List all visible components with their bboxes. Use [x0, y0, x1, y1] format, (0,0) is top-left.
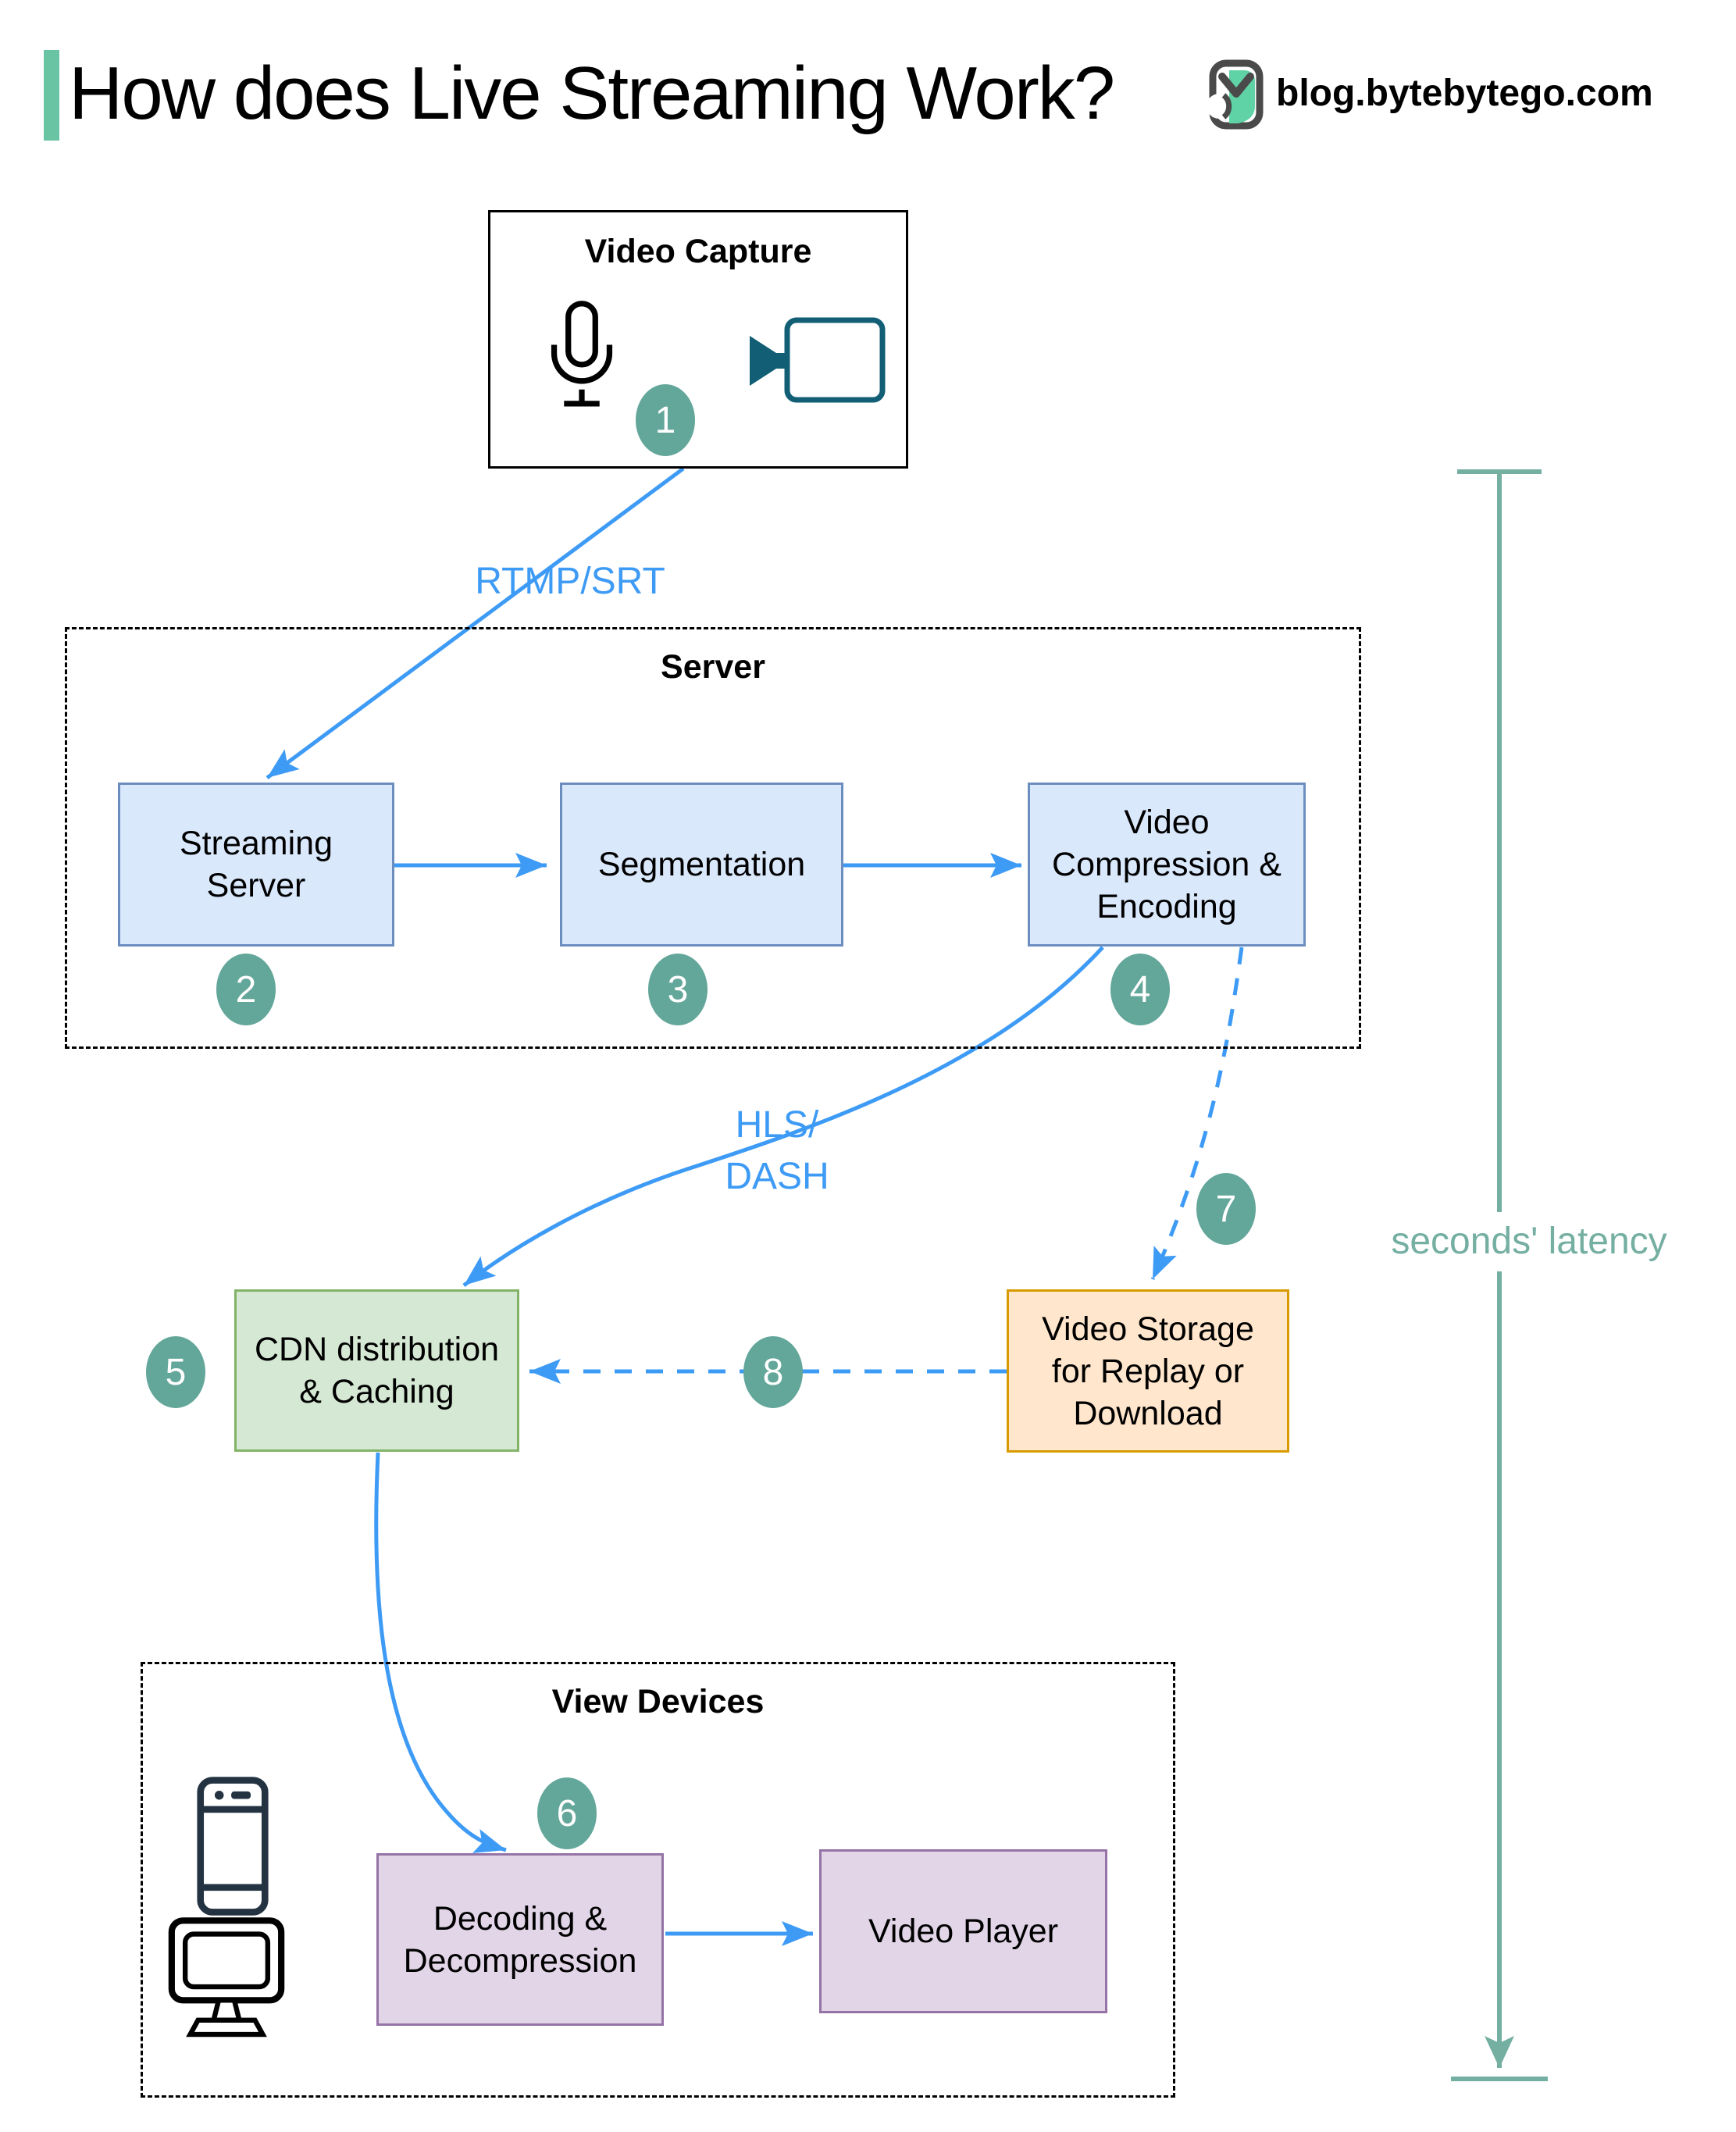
video-player-label: Video Player — [868, 1913, 1059, 1950]
step-badge-8: 8 — [743, 1336, 803, 1408]
step-badge-7: 7 — [1196, 1173, 1256, 1245]
desktop-monitor-icon — [168, 1917, 285, 2038]
video-capture-label: Video Capture — [584, 233, 812, 270]
rtmp-srt-label: RTMP/SRT — [475, 561, 665, 602]
node-decoding: Decoding & Decompression — [376, 1853, 664, 2026]
decoding-label: Decoding & Decompression — [403, 1899, 637, 1980]
node-segmentation: Segmentation — [560, 783, 843, 947]
streaming-server-label: Streaming Server — [180, 825, 333, 904]
group-view-devices: View Devices — [141, 1662, 1175, 2098]
microphone-icon — [551, 301, 613, 407]
latency-label: seconds' latency — [1372, 1212, 1686, 1271]
node-video-storage: Video Storage for Replay or Download — [1007, 1289, 1289, 1453]
hls-dash-label: HLS/ DASH — [660, 1100, 894, 1203]
node-video-compression: Video Compression & Encoding — [1028, 783, 1306, 947]
bytebytego-logo-icon — [1209, 59, 1264, 130]
node-streaming-server: Streaming Server — [118, 783, 394, 947]
hls-label-line1: HLS/ — [735, 1104, 819, 1146]
page-title: How does Live Streaming Work? — [69, 52, 1115, 135]
step-badge-1: 1 — [636, 384, 695, 456]
step-badge-5: 5 — [146, 1336, 205, 1408]
hls-label-line2: DASH — [725, 1156, 829, 1197]
group-server: Server — [65, 627, 1361, 1049]
edge-compression-to-cdn — [462, 946, 1104, 1287]
site-url: blog.bytebytego.com — [1276, 73, 1653, 114]
view-devices-group-label: View Devices — [551, 1683, 765, 1720]
cdn-label: CDN distribution & Caching — [254, 1331, 500, 1410]
title-accent-bar — [44, 50, 59, 141]
step-badge-4: 4 — [1110, 954, 1170, 1025]
edge-capture-to-streaming — [266, 466, 685, 780]
smartphone-icon — [197, 1777, 269, 1916]
server-group-label: Server — [661, 648, 765, 686]
node-video-player: Video Player — [819, 1849, 1107, 2013]
node-cdn: CDN distribution & Caching — [234, 1289, 519, 1452]
edge-compression-to-storage-dashed — [1150, 947, 1244, 1281]
video-storage-label: Video Storage for Replay or Download — [1042, 1310, 1254, 1432]
edge-cdn-to-decoding — [374, 1452, 507, 1853]
step-badge-6: 6 — [537, 1777, 597, 1849]
video-camera-icon — [750, 317, 886, 403]
segmentation-label: Segmentation — [597, 846, 806, 883]
video-compression-label: Video Compression & Encoding — [1052, 804, 1282, 925]
step-badge-3: 3 — [648, 954, 708, 1025]
step-badge-2: 2 — [216, 954, 276, 1025]
